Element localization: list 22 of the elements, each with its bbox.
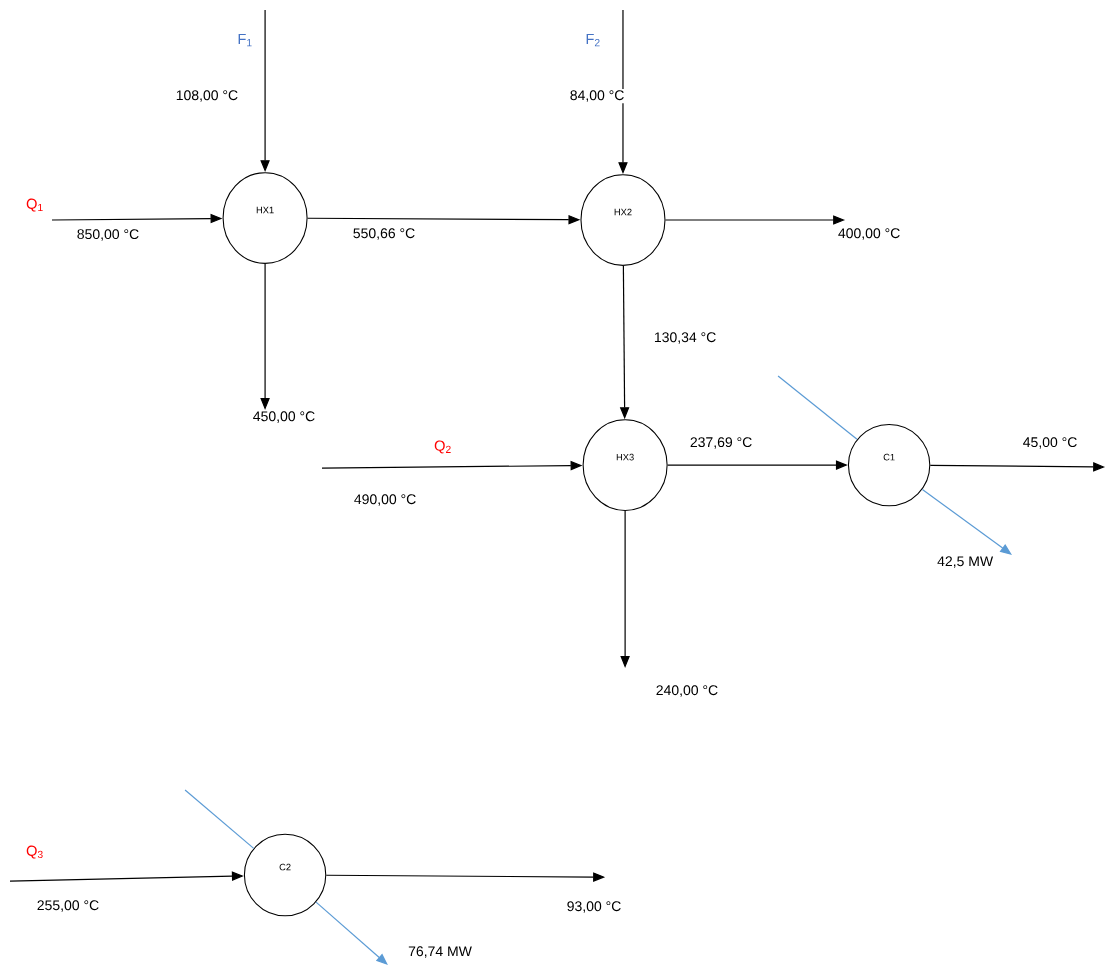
edge-label: 550,66 °C [351, 226, 417, 242]
stream-name: Q$_{3}$ [26, 845, 43, 859]
edge-label: 850,00 °C [75, 227, 141, 243]
edge-label: 93,00 °C [565, 899, 623, 915]
edge-label: 490,00 °C [352, 492, 418, 508]
edge-label: 42,5 MW [935, 554, 995, 570]
edge-label: 400,00 °C [836, 226, 902, 242]
edge-label: 76,74 MW [406, 944, 474, 960]
edge-label: 450,00 °C [251, 409, 317, 425]
cooling-line [777, 375, 858, 440]
edge-label: 237,69 °C [688, 435, 754, 451]
stream-name: F$_{1}$ [238, 33, 252, 47]
edge-label: 84,00 °C [568, 88, 626, 104]
edge-label: 255,00 °C [35, 898, 101, 914]
edge-label: 45,00 °C [1021, 435, 1079, 451]
edge-label: 130,34 °C [652, 330, 718, 346]
edge-label: 240,00 °C [654, 683, 720, 699]
cooling-line [184, 789, 255, 849]
stream-name: Q$_{2}$ [434, 440, 451, 454]
stream-name: Q$_{1}$ [26, 198, 43, 212]
stream-name: F$_{2}$ [586, 33, 600, 47]
edge-label: 108,00 °C [174, 88, 240, 104]
